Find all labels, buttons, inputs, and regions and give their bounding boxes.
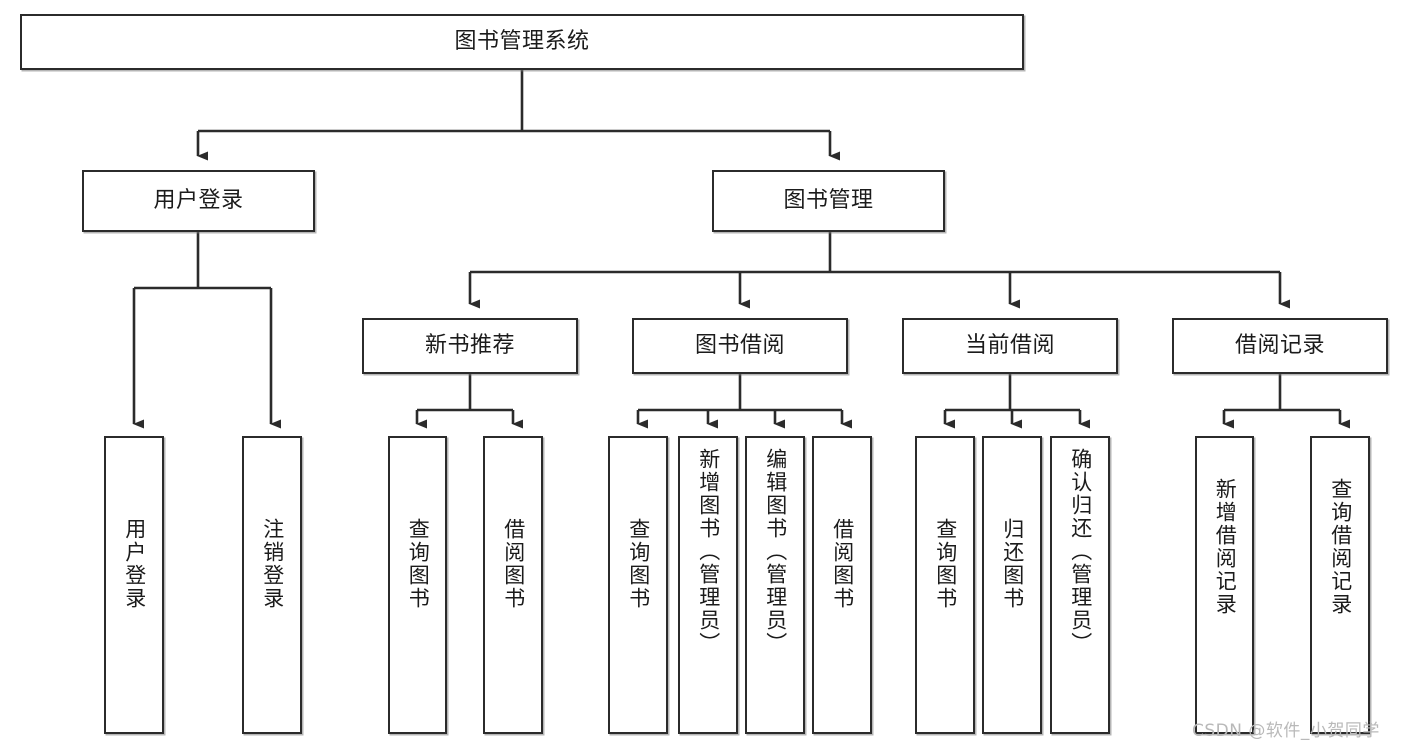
node-leaf-label: 查询借阅记录 bbox=[1328, 478, 1353, 616]
node-leaf-new-book-borrow[interactable]: 借阅图书 bbox=[483, 436, 543, 734]
node-root-book-management-system[interactable]: 图书管理系统 bbox=[20, 14, 1024, 70]
node-book-management[interactable]: 图书管理 bbox=[712, 170, 945, 232]
node-leaf-book-borrow-add[interactable]: 新增图书（管理员） bbox=[678, 436, 738, 734]
node-book-management-label: 图书管理 bbox=[783, 187, 874, 213]
node-leaf-user-login-logout[interactable]: 注销登录 bbox=[242, 436, 302, 734]
node-leaf-book-borrow-edit[interactable]: 编辑图书（管理员） bbox=[745, 436, 805, 734]
node-current-borrow-label: 当前借阅 bbox=[964, 332, 1055, 358]
node-user-login[interactable]: 用户登录 bbox=[82, 170, 315, 232]
node-leaf-label: 归还图书 bbox=[1000, 518, 1025, 610]
node-leaf-label: 新增图书（管理员） bbox=[696, 448, 721, 655]
node-leaf-current-borrow-confirm[interactable]: 确认归还（管理员） bbox=[1050, 436, 1110, 734]
node-root-label: 图书管理系统 bbox=[454, 28, 590, 54]
node-leaf-user-login-login[interactable]: 用户登录 bbox=[104, 436, 164, 734]
node-leaf-label: 查询图书 bbox=[406, 518, 431, 610]
node-user-login-label: 用户登录 bbox=[153, 187, 244, 213]
node-leaf-label: 查询图书 bbox=[626, 518, 651, 610]
node-leaf-new-book-query[interactable]: 查询图书 bbox=[388, 436, 447, 734]
node-book-borrow[interactable]: 图书借阅 bbox=[632, 318, 848, 374]
node-leaf-book-borrow-query[interactable]: 查询图书 bbox=[608, 436, 668, 734]
node-leaf-label: 借阅图书 bbox=[830, 518, 855, 610]
node-current-borrow[interactable]: 当前借阅 bbox=[902, 318, 1118, 374]
node-leaf-borrow-records-query[interactable]: 查询借阅记录 bbox=[1310, 436, 1370, 734]
node-borrow-records[interactable]: 借阅记录 bbox=[1172, 318, 1388, 374]
node-new-book-recommend-label: 新书推荐 bbox=[424, 332, 515, 358]
node-leaf-label: 查询图书 bbox=[933, 518, 958, 610]
node-leaf-current-borrow-return[interactable]: 归还图书 bbox=[982, 436, 1042, 734]
node-leaf-label: 新增借阅记录 bbox=[1213, 478, 1238, 616]
node-new-book-recommend[interactable]: 新书推荐 bbox=[362, 318, 578, 374]
node-leaf-label: 用户登录 bbox=[122, 518, 147, 610]
node-leaf-current-borrow-query[interactable]: 查询图书 bbox=[915, 436, 975, 734]
node-leaf-label: 注销登录 bbox=[260, 518, 285, 610]
node-borrow-records-label: 借阅记录 bbox=[1234, 332, 1325, 358]
node-leaf-label: 确认归还（管理员） bbox=[1068, 448, 1093, 655]
node-leaf-label: 编辑图书（管理员） bbox=[763, 448, 788, 655]
csdn-watermark: CSDN @软件_小贺同学 bbox=[1192, 721, 1380, 741]
node-leaf-borrow-records-add[interactable]: 新增借阅记录 bbox=[1195, 436, 1254, 734]
node-leaf-book-borrow-borrow[interactable]: 借阅图书 bbox=[812, 436, 872, 734]
node-book-borrow-label: 图书借阅 bbox=[694, 332, 785, 358]
node-leaf-label: 借阅图书 bbox=[501, 518, 526, 610]
